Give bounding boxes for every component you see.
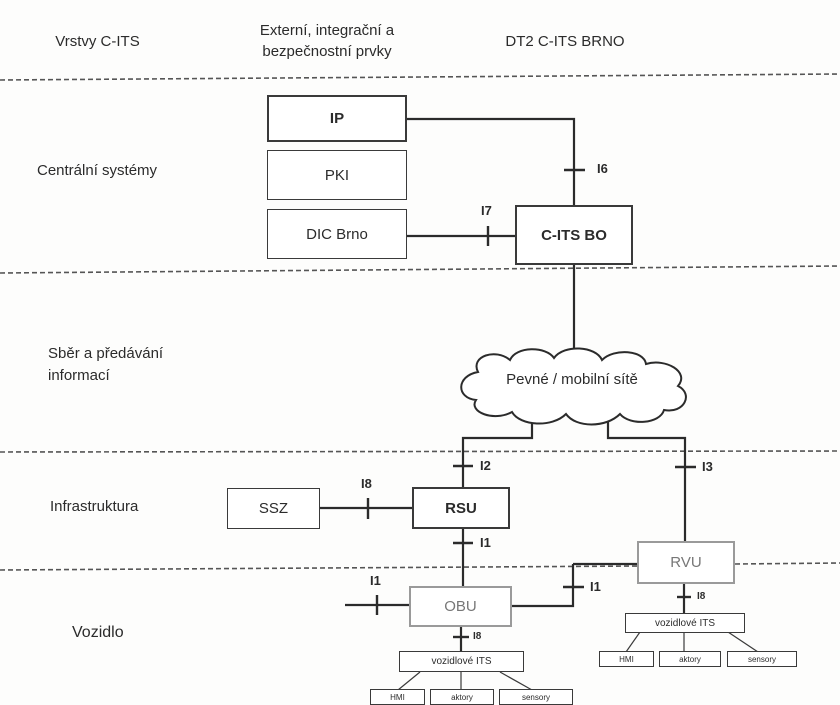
interface-i6: I6 xyxy=(597,161,608,176)
layer-collection: Sběr a předávání informací xyxy=(48,345,164,384)
header-layers: Vrstvy C-ITS xyxy=(55,33,140,50)
cits-bo-box: C-ITS BO xyxy=(515,205,633,265)
interface-i8-rvu: I8 xyxy=(697,591,706,602)
hmi-box-right: HMI xyxy=(599,651,654,667)
aktory-box-left: aktory xyxy=(430,689,494,705)
dic-brno-box: DIC Brno xyxy=(267,209,407,259)
header-external-elements: Externí, integrační a bezpečnostní prvky xyxy=(259,22,395,60)
interface-i1-rsu: I1 xyxy=(480,535,491,550)
interface-i7: I7 xyxy=(481,203,492,218)
pki-box: PKI xyxy=(267,150,407,200)
cloud-label: Pevné / mobilní sítě xyxy=(506,371,638,388)
interface-i1-left: I1 xyxy=(370,573,381,588)
obu-box: OBU xyxy=(409,586,512,627)
interface-i1-rvu: I1 xyxy=(590,579,601,594)
ssz-box: SSZ xyxy=(227,488,320,529)
rvu-box: RVU xyxy=(637,541,735,584)
layer-central-systems: Centrální systémy xyxy=(37,162,158,179)
vehicle-its-box-right: vozidlové ITS xyxy=(625,613,745,633)
sensory-box-right: sensory xyxy=(727,651,797,667)
layer-vehicle: Vozidlo xyxy=(72,624,124,641)
aktory-box-right: aktory xyxy=(659,651,721,667)
sensory-box-left: sensory xyxy=(499,689,573,705)
interface-i8-ssz: I8 xyxy=(361,476,372,491)
hmi-box-left: HMI xyxy=(370,689,425,705)
vehicle-its-box-left: vozidlové ITS xyxy=(399,651,524,672)
layer-separators xyxy=(0,73,840,571)
ip-box: IP xyxy=(267,95,407,142)
interface-i3: I3 xyxy=(702,459,713,474)
rsu-box: RSU xyxy=(412,487,510,529)
network-cloud xyxy=(460,347,687,426)
interface-i8-obu: I8 xyxy=(473,631,482,642)
header-dt2-brno: DT2 C-ITS BRNO xyxy=(505,33,625,50)
layer-infrastructure: Infrastruktura xyxy=(50,498,139,515)
interface-i2: I2 xyxy=(480,458,491,473)
